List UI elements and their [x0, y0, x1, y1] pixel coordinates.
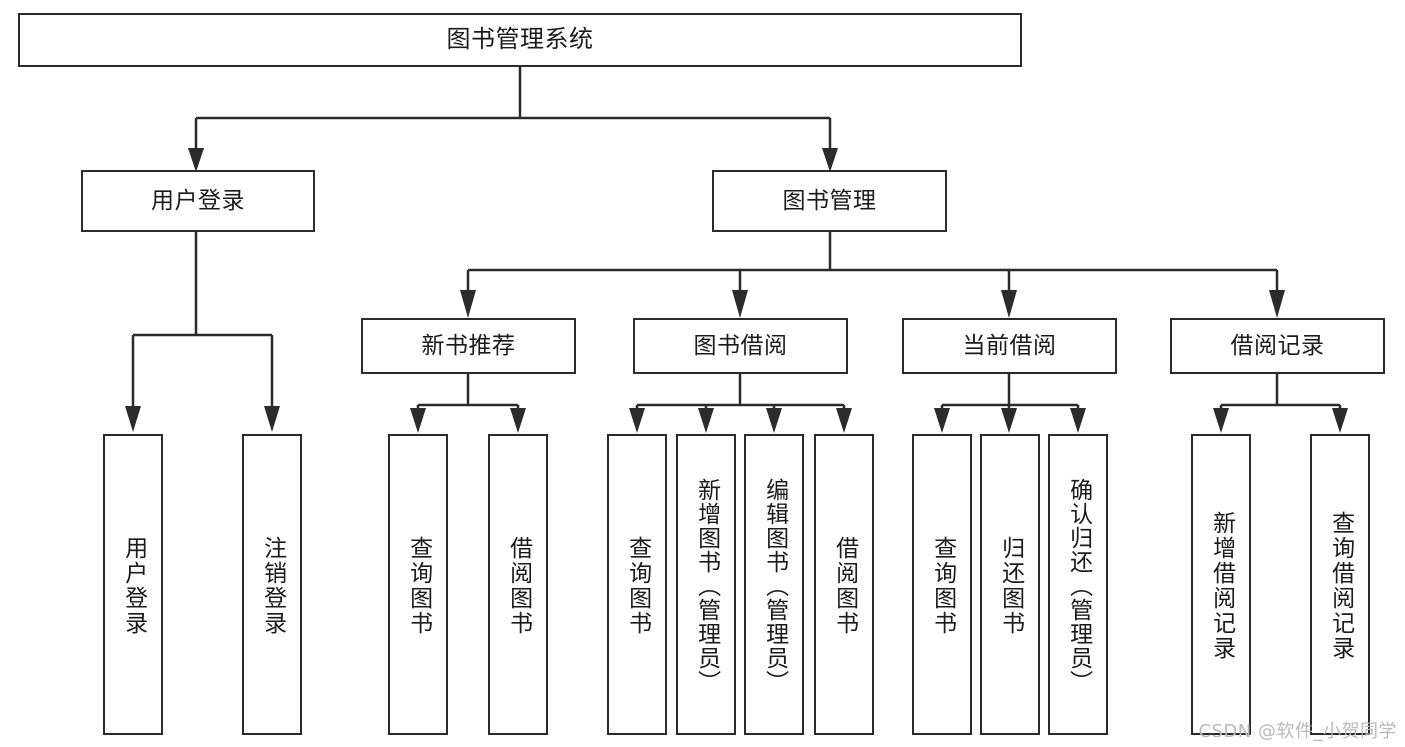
node-leaf-query-borrow-record[interactable]: 查询借阅记录 — [1310, 434, 1370, 735]
arrow-head-borrowrecord-leaf-1 — [1213, 408, 1229, 433]
node-label: 新增图书（管理员） — [693, 477, 720, 694]
arrow-head-bookborrow-leaf-3 — [766, 408, 782, 433]
arrow-head-leaf-logout — [264, 406, 280, 432]
node-label: 用户登录 — [151, 187, 245, 214]
node-user-login[interactable]: 用户登录 — [81, 170, 315, 232]
node-leaf-confirm-return-admin[interactable]: 确认归还（管理员） — [1048, 434, 1108, 735]
arrow-head-borrow-record — [1269, 290, 1285, 318]
node-label: 借阅记录 — [1230, 332, 1325, 359]
node-new-book-recommend[interactable]: 新书推荐 — [361, 318, 576, 374]
node-book-management[interactable]: 图书管理 — [712, 170, 947, 232]
arrow-head-new-book — [460, 290, 476, 318]
arrow-head-book-manage — [822, 148, 838, 172]
link-userlogin-to-leaves — [131, 232, 274, 408]
link-borrowrecord-to-leaves — [1219, 374, 1342, 412]
node-label: 编辑图书（管理员） — [761, 477, 788, 694]
node-label: 查询图书 — [929, 535, 956, 636]
node-label: 查询图书 — [405, 535, 432, 636]
arrow-head-bookborrow-leaf-4 — [836, 408, 852, 433]
node-label: 新增借阅记录 — [1208, 510, 1235, 661]
node-label: 注销登录 — [259, 535, 286, 636]
node-label: 图书管理 — [782, 187, 877, 214]
arrow-head-book-borrow — [732, 290, 748, 318]
arrow-head-currentborrow-leaf-3 — [1070, 408, 1086, 433]
node-leaf-query-book-borrow[interactable]: 查询图书 — [607, 434, 667, 735]
node-label: 归还图书 — [997, 535, 1024, 636]
link-currentborrow-to-leaves — [940, 374, 1080, 412]
node-current-borrow[interactable]: 当前借阅 — [902, 318, 1117, 374]
link-bookmanage-to-level3 — [466, 232, 1279, 290]
node-leaf-add-borrow-record[interactable]: 新增借阅记录 — [1191, 434, 1251, 735]
node-leaf-return-book[interactable]: 归还图书 — [980, 434, 1040, 735]
arrow-head-user-login — [188, 148, 204, 172]
watermark-text: CSDN @软件_小贺同学 — [1198, 721, 1397, 742]
node-book-borrow[interactable]: 图书借阅 — [633, 318, 848, 374]
node-label: 查询图书 — [624, 535, 651, 636]
node-label: 图书管理系统 — [446, 25, 594, 54]
link-root-to-level2 — [194, 67, 832, 160]
node-label: 借阅图书 — [831, 535, 858, 636]
node-label: 新书推荐 — [421, 332, 516, 359]
arrow-head-newbook-leaf-1 — [410, 408, 426, 433]
arrow-head-bookborrow-leaf-1 — [629, 408, 645, 433]
arrow-head-currentborrow-leaf-1 — [934, 408, 950, 433]
arrow-head-leaf-user-login — [125, 406, 141, 432]
node-root-book-management-system[interactable]: 图书管理系统 — [18, 13, 1022, 67]
arrow-head-current-borrow — [1001, 290, 1017, 318]
node-leaf-user-login[interactable]: 用户登录 — [103, 434, 163, 735]
node-label: 图书借阅 — [693, 332, 788, 359]
node-leaf-add-book-admin[interactable]: 新增图书（管理员） — [676, 434, 736, 735]
node-borrow-record[interactable]: 借阅记录 — [1170, 318, 1385, 374]
arrow-head-bookborrow-leaf-2 — [698, 408, 714, 433]
node-leaf-query-book-recommend[interactable]: 查询图书 — [388, 434, 448, 735]
node-leaf-edit-book-admin[interactable]: 编辑图书（管理员） — [744, 434, 804, 735]
node-leaf-borrow-book[interactable]: 借阅图书 — [814, 434, 874, 735]
arrow-head-borrowrecord-leaf-2 — [1332, 408, 1348, 433]
link-newbook-to-leaves — [416, 374, 520, 412]
node-label: 用户登录 — [120, 535, 147, 636]
node-leaf-borrow-book-recommend[interactable]: 借阅图书 — [488, 434, 548, 735]
node-label: 查询借阅记录 — [1327, 510, 1354, 661]
node-leaf-query-book-current[interactable]: 查询图书 — [912, 434, 972, 735]
arrow-head-newbook-leaf-2 — [510, 408, 526, 433]
node-label: 当前借阅 — [962, 332, 1057, 359]
arrow-head-currentborrow-leaf-2 — [1001, 408, 1017, 433]
node-leaf-logout[interactable]: 注销登录 — [242, 434, 302, 735]
node-label: 确认归还（管理员） — [1065, 477, 1092, 694]
link-bookborrow-to-leaves — [635, 374, 846, 412]
node-label: 借阅图书 — [505, 535, 532, 636]
